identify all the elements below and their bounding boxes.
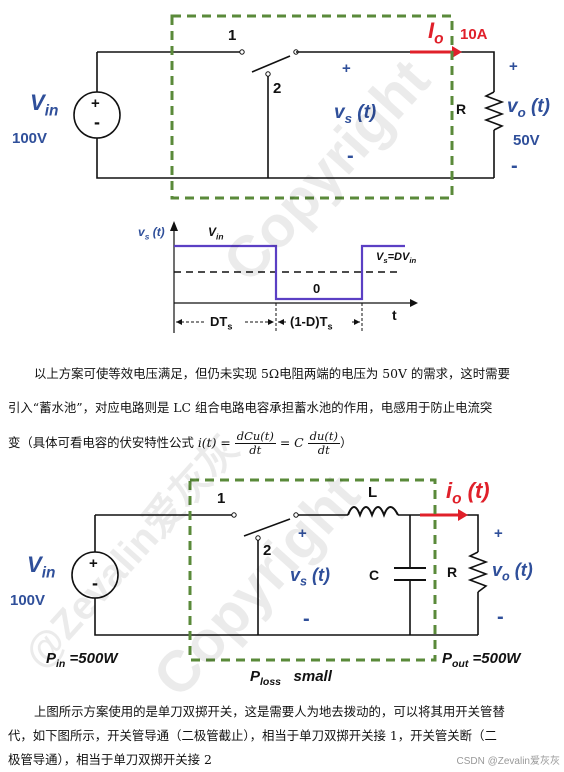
vo2-label: vo (t) — [492, 560, 533, 584]
formula-fraction-2: du(t)dt — [307, 429, 340, 457]
vs2-label: vs (t) — [290, 565, 331, 589]
io-label: Io — [428, 18, 444, 48]
vs2-minus: - — [303, 608, 310, 630]
dashed-box-2 — [188, 478, 437, 662]
paragraph-2-line-2: 代，如下图所示，开关管导通（二极管截止），相当于单刀双掷开关接 1，开关管关断（… — [8, 728, 497, 743]
vo-label: vo (t) — [507, 96, 550, 120]
formula-fraction-1: dCu(t)dt — [234, 429, 276, 457]
csdn-watermark: CSDN @Zevalin爱灰灰 — [456, 756, 560, 767]
paragraph-2-line-3: 极管导通），相当于单刀双掷开关接 2 — [8, 752, 212, 767]
voltage-source-2 — [71, 551, 119, 599]
paragraph-1: 以上方案可使等效电压满足，但仍未实现 5Ω电阻两端的电压为 50V 的需求，这时… — [8, 362, 556, 460]
switch-pos1-label: 1 — [228, 27, 237, 44]
inductor — [347, 506, 399, 518]
vo-plus: + — [509, 58, 518, 75]
inductor-label: L — [368, 484, 378, 501]
vin-value: 100V — [12, 130, 48, 147]
paragraph-2: 上图所示方案使用的是单刀双掷开关，这是需要人为地去拨动的，可以将其用开关管替 代… — [8, 700, 556, 772]
waveform: vs (t) Vin Vs=DVin 0 t DTs (1-D)Ts — [0, 215, 564, 340]
dashed-box — [170, 14, 454, 200]
pin-label: Pin =500W — [46, 650, 118, 670]
switch2-pos1-label: 1 — [217, 490, 226, 507]
paragraph-1-line-1: 以上方案可使等效电压满足，但仍未实现 5Ω电阻两端的电压为 50V 的需求，这时… — [34, 366, 510, 381]
waveform-plot — [170, 221, 418, 333]
vin2-value: 100V — [10, 592, 46, 609]
waveform-dts-label: DTs — [210, 314, 233, 332]
r2-label: R — [447, 564, 458, 580]
source-plus: + — [91, 95, 100, 112]
source-minus: - — [94, 112, 100, 132]
vs-waveform — [174, 244, 405, 301]
resistor-2 — [467, 551, 489, 593]
vo-value: 50V — [513, 132, 540, 149]
io-value: 10A — [460, 26, 488, 43]
waveform-ylabel: vs (t) — [138, 225, 165, 242]
circuit-2-schematic — [71, 478, 489, 662]
vs-label: vs (t) — [334, 102, 377, 126]
vo2-minus: - — [497, 606, 504, 628]
circuit-1: + - 1 2 Io 10A Vin 100V + vs (t) - R + v… — [0, 0, 564, 210]
circuit-1-schematic — [73, 14, 505, 200]
vs-plus: + — [342, 60, 351, 77]
switch-pos2-label: 2 — [273, 80, 282, 97]
paragraph-1-line-3: 变（具体可看电容的伏安特性公式 i(t) = dCu(t)dt = C du(t… — [8, 429, 353, 457]
io2-label: io (t) — [446, 478, 490, 508]
waveform-off-label: (1-D)Ts — [290, 314, 333, 332]
pout-label: Pout =500W — [442, 650, 521, 670]
paragraph-1-line-2: 引入“蓄水池”，对应电路则是 LC 组合电路电容承担蓄水池的作用，电感用于防止电… — [8, 400, 493, 415]
source2-plus: + — [89, 555, 98, 572]
vo-minus: - — [511, 155, 518, 177]
r-label: R — [456, 101, 467, 117]
resistor — [483, 91, 505, 131]
vo2-plus: + — [494, 525, 503, 542]
vin-label: Vin — [30, 90, 59, 120]
paragraph-2-line-1: 上图所示方案使用的是单刀双掷开关，这是需要人为地去拨动的，可以将其用开关管替 — [34, 704, 505, 719]
vs2-plus: + — [298, 525, 307, 542]
waveform-t-label: t — [392, 307, 397, 323]
voltage-source — [73, 91, 121, 139]
waveform-zero-label: 0 — [313, 281, 321, 296]
source2-minus: - — [92, 573, 98, 593]
vin2-label: Vin — [27, 552, 56, 582]
vs-minus: - — [347, 145, 354, 167]
switch2-pos2-label: 2 — [263, 542, 272, 559]
ploss-label: Ploss small — [250, 668, 332, 688]
circuit-2: + - 1 2 L io (t) Vin 100V + vs (t) - C R… — [0, 470, 564, 695]
waveform-vs-eq: Vs=DVin — [376, 251, 417, 266]
waveform-vin-label: Vin — [208, 225, 224, 242]
capacitor-label: C — [369, 567, 380, 583]
